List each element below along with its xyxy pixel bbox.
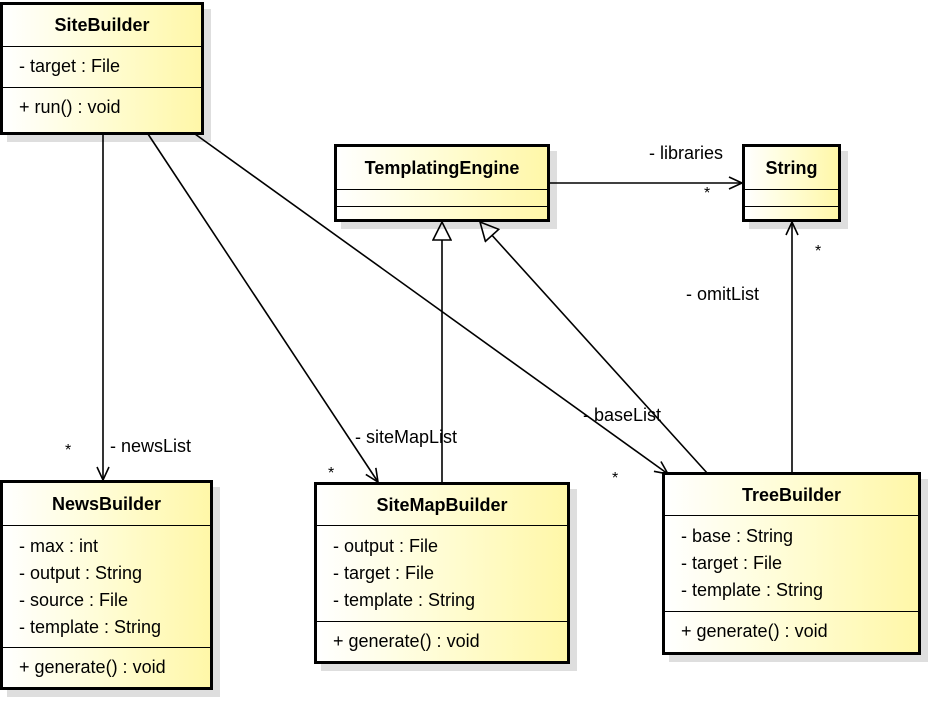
operation-section: + generate() : void [3,648,210,681]
operation: + generate() : void [681,621,828,641]
attribute-section [337,190,547,207]
operation: + run() : void [19,97,121,117]
multiplicity-sitemap-list: * [328,465,335,482]
role-label-base-list: - baseList [583,405,662,425]
generalization-tree-builder [480,222,709,475]
role-label-sitemap-list: - siteMapList [355,427,458,447]
role-label-libraries: - libraries [649,143,724,163]
class-tree-builder[interactable]: TreeBuilder - base : String - target : F… [662,472,921,655]
class-name: String [745,147,838,190]
class-name: TreeBuilder [665,475,918,516]
attribute: - target : File [333,563,435,583]
attribute: - base : String [681,526,794,546]
multiplicity-news-list: * [65,442,72,459]
attribute: - output : String [19,563,143,583]
multiplicity-libraries: * [704,185,711,202]
role-label-news-list: - newsList [110,436,192,456]
attribute-section: - max : int - output : String - source :… [3,526,210,648]
attribute: - output : File [333,536,439,556]
attribute-section: - target : File [3,47,201,88]
class-news-builder[interactable]: NewsBuilder - max : int - output : Strin… [0,480,213,690]
attribute: - target : File [19,56,121,76]
class-templating-engine[interactable]: TemplatingEngine [334,144,550,222]
attribute: - template : String [681,580,824,600]
class-name: TemplatingEngine [337,147,547,190]
multiplicity-omit-list: * [815,243,822,260]
operation: + generate() : void [19,657,166,677]
operation: + generate() : void [333,631,480,651]
operation-section: + generate() : void [317,622,567,655]
multiplicity-base-list: * [612,470,619,487]
attribute: - template : String [333,590,476,610]
attribute-section [745,190,838,207]
role-label-omit-list: - omitList [686,284,760,304]
class-name: SiteBuilder [3,5,201,47]
class-string[interactable]: String [742,144,841,222]
attribute-section: - base : String - target : File - templa… [665,516,918,612]
attribute: - template : String [19,617,162,637]
attribute: - source : File [19,590,129,610]
attribute-section: - output : File - target : File - templa… [317,526,567,622]
attribute: - target : File [681,553,783,573]
class-name: SiteMapBuilder [317,485,567,526]
attribute: - max : int [19,536,99,556]
association-sitemap-list [147,133,380,484]
operation-section: + generate() : void [665,612,918,645]
class-sitemap-builder[interactable]: SiteMapBuilder - output : File - target … [314,482,570,664]
class-name: NewsBuilder [3,483,210,526]
association-base-list [194,133,670,476]
class-site-builder[interactable]: SiteBuilder - target : File + run() : vo… [0,2,204,135]
operation-section: + run() : void [3,88,201,121]
